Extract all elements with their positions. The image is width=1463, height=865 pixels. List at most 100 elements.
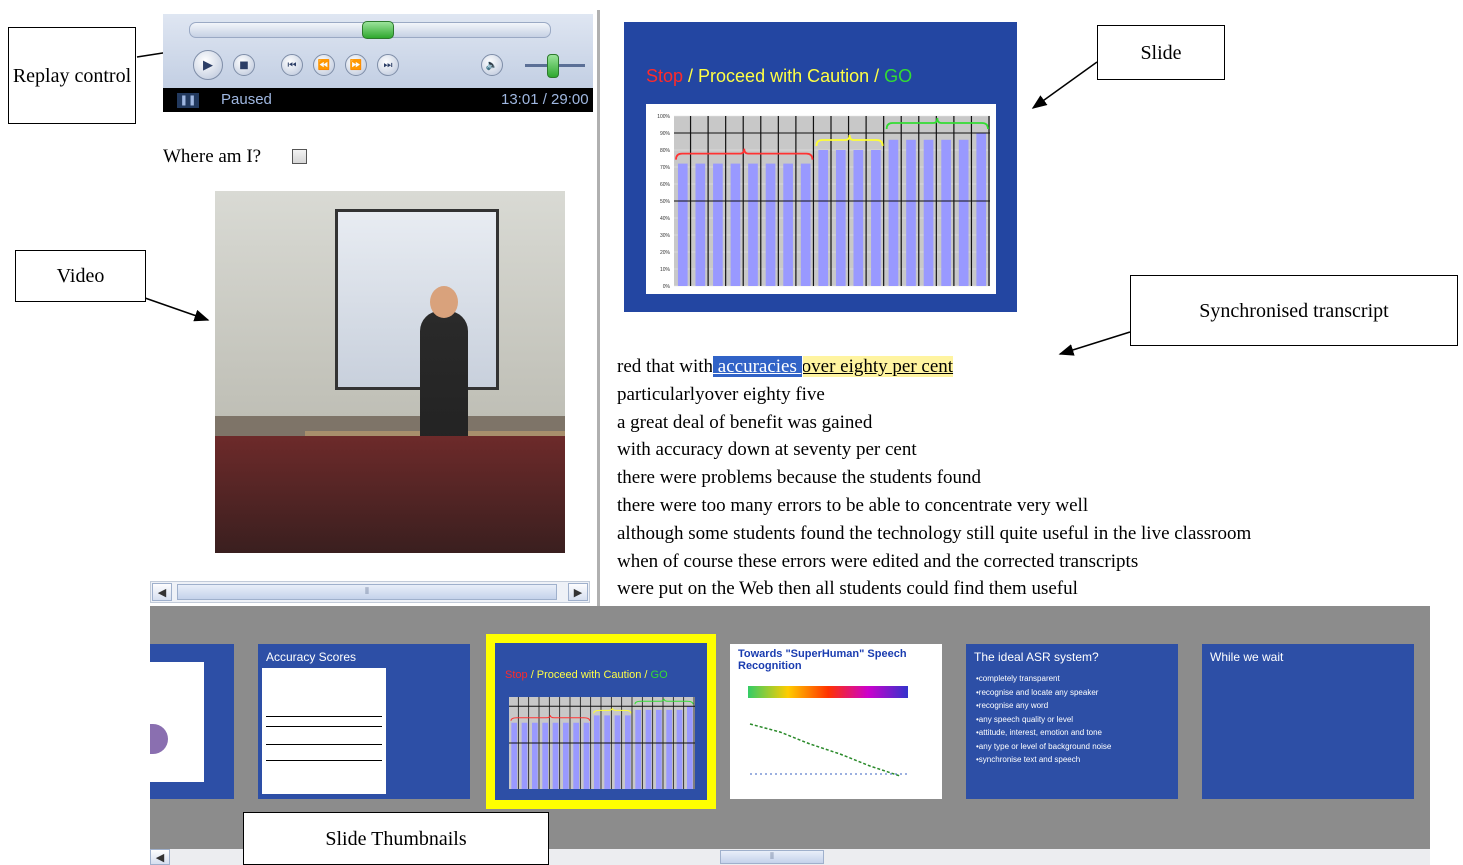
transcript-arrow xyxy=(1058,331,1131,356)
transcript-line[interactable]: when of course these errors were edited … xyxy=(617,550,1139,572)
chart-bar xyxy=(635,709,642,789)
slide-title-go: GO xyxy=(884,66,913,86)
player-status: Paused xyxy=(221,91,272,108)
scroll-left-button[interactable]: ◀ xyxy=(152,583,172,601)
slide-thumbnail-stop-caution-go: Stop / Proceed with Caution / GO xyxy=(495,643,707,800)
thumbnails-scroll-left-button[interactable]: ◀ xyxy=(150,849,170,865)
where-am-i-checkbox[interactable] xyxy=(292,149,307,164)
transcript-line[interactable]: there were too many errors to be able to… xyxy=(617,494,1089,516)
chevron-right-icon: ▶ xyxy=(573,585,583,599)
seek-bar[interactable] xyxy=(189,21,551,39)
video-arrow xyxy=(144,297,210,322)
player-time: 13:01 / 29:00 xyxy=(501,91,589,108)
slide-thumbnail-selected[interactable]: Stop / Proceed with Caution / GO xyxy=(486,634,716,809)
thumbnail-scrollbar-thumb[interactable]: ⦀ xyxy=(720,850,824,864)
chevron-left-icon: ◀ xyxy=(157,585,167,599)
chart-bar xyxy=(655,709,662,789)
chart-bar xyxy=(542,722,549,789)
thumbnail-title: Towards "SuperHuman" Speech Recognition xyxy=(738,648,907,672)
transcript-before: red that with xyxy=(617,356,714,377)
transcript-callout-label: Synchronised transcript xyxy=(1199,299,1389,322)
play-button[interactable]: ▶ xyxy=(193,50,223,80)
slide-thumbnail-ideal-asr[interactable]: The ideal ASR system? •completely transp… xyxy=(966,644,1178,799)
pause-icon[interactable]: ❚❚ xyxy=(177,93,199,108)
slide-callout-label: Slide xyxy=(1140,41,1182,64)
chart-bar xyxy=(923,139,934,286)
chart-group-brace xyxy=(675,148,814,160)
chart-bar xyxy=(614,715,621,789)
transcript-line[interactable]: particularlyover eighty five xyxy=(617,383,825,405)
transcript-line-current: red that with accuracies over eighty per… xyxy=(617,353,1251,381)
chevron-left-icon: ◀ xyxy=(155,850,165,864)
slide-callout: Slide xyxy=(1097,25,1225,80)
slide-thumbnails-callout-label: Slide Thumbnails xyxy=(325,827,467,850)
chart-tick-label: 20% xyxy=(660,250,671,256)
chart-bar xyxy=(906,139,916,286)
video-projection-screen xyxy=(335,209,499,390)
status-bar: ❚❚ Paused 13:01 / 29:00 xyxy=(163,88,593,112)
slide-bar-chart: 0%10%20%30%40%50%60%70%80%90%100% xyxy=(657,114,990,290)
chart-tick-label: 10% xyxy=(660,267,671,273)
video-horizontal-scrollbar[interactable]: ◀ ⦀ ▶ xyxy=(150,581,590,603)
thumbnail-title: While we wait xyxy=(1210,650,1284,664)
video-students xyxy=(215,436,565,553)
slide-thumbnail-superhuman[interactable]: Towards "SuperHuman" Speech Recognition xyxy=(730,644,942,799)
pane-divider[interactable] xyxy=(597,10,600,608)
scrollbar-thumb[interactable]: ⦀ xyxy=(177,584,557,600)
transcript-line[interactable]: a great deal of benefit was gained xyxy=(617,411,873,433)
scroll-right-button[interactable]: ▶ xyxy=(568,583,588,601)
chart-group-brace xyxy=(634,698,694,705)
chart-bar xyxy=(521,722,528,789)
next-button[interactable]: ⏭ xyxy=(377,54,399,76)
chart-bar xyxy=(818,150,829,286)
chart-bar xyxy=(888,139,899,286)
transcript-current-word[interactable]: accuracies xyxy=(712,355,803,378)
slide-chart-area: 0%10%20%30%40%50%60%70%80%90%100% xyxy=(646,104,996,294)
stop-button[interactable]: ■ xyxy=(233,54,255,76)
mute-button[interactable]: 🔈 xyxy=(481,54,503,76)
thumbnail-title: Accuracy Scores xyxy=(266,650,357,664)
chart-tick-label: 60% xyxy=(660,182,671,188)
pie-chart-icon xyxy=(150,724,168,754)
transcript-line[interactable]: there were problems because the students… xyxy=(617,467,982,489)
slide-thumbnail-strip[interactable]: Accuracy Scores Stop / Proceed with Caut… xyxy=(150,606,1430,849)
transcript-line[interactable]: were put on the Web then all students co… xyxy=(617,578,1078,600)
chart-bar xyxy=(765,163,776,286)
transcript-current-phrase[interactable]: over eighty per cent xyxy=(801,356,954,377)
current-slide: Stop / Proceed with Caution / GO 0%10%20… xyxy=(624,22,1017,312)
chart-bar xyxy=(593,715,600,789)
seek-handle[interactable] xyxy=(362,21,394,39)
thumbnail-title: Stop / Proceed with Caution / GO xyxy=(505,669,668,681)
transcript-line[interactable]: with accuracy down at seventy per cent xyxy=(617,439,917,461)
chart-bar xyxy=(958,139,969,286)
chart-bar xyxy=(552,722,559,789)
slide-thumbnail-accuracy-scores[interactable]: Accuracy Scores xyxy=(258,644,470,799)
previous-button[interactable]: ⏮ xyxy=(281,54,303,76)
chart-bar xyxy=(976,133,987,286)
chart-tick-label: 70% xyxy=(660,165,671,171)
chart-bar xyxy=(800,163,811,286)
chart-bar xyxy=(676,709,683,789)
thumbnail-pie-area xyxy=(150,662,204,782)
chart-tick-label: 0% xyxy=(663,284,671,290)
video-presenter-head xyxy=(430,286,458,318)
volume-handle[interactable] xyxy=(547,54,559,78)
slide-arrow xyxy=(1031,61,1098,109)
chart-bar xyxy=(573,722,580,789)
rewind-button[interactable]: ⏪ xyxy=(313,54,335,76)
chart-tick-label: 80% xyxy=(660,148,671,154)
video-callout: Video xyxy=(15,250,146,302)
fast-forward-icon: ⏩ xyxy=(349,59,363,71)
previous-icon: ⏮ xyxy=(287,59,297,71)
video-callout-label: Video xyxy=(56,265,105,287)
slide-thumbnail-partial[interactable] xyxy=(150,644,234,799)
chart-bar xyxy=(624,715,631,789)
chart-tick-label: 100% xyxy=(657,114,670,120)
transcript-line[interactable]: although some students found the technol… xyxy=(617,522,1252,544)
fast-forward-button[interactable]: ⏩ xyxy=(345,54,367,76)
slide-thumbnails-callout: Slide Thumbnails xyxy=(243,812,549,865)
slide-thumbnail-while-we-wait[interactable]: While we wait xyxy=(1202,644,1414,799)
chart-bar xyxy=(713,163,723,286)
video-frame[interactable] xyxy=(215,191,565,553)
chart-bar xyxy=(677,163,688,286)
